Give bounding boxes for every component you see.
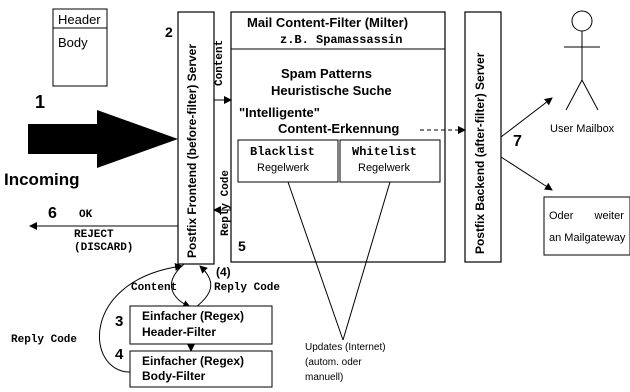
gateway-box: [543, 196, 630, 256]
updates-line-whitelist: [342, 181, 391, 341]
frontend-server-box: [177, 11, 215, 265]
milter-box: [230, 11, 446, 263]
response-number: 6: [48, 205, 57, 222]
left-reply-code-label: Reply Code: [11, 334, 78, 346]
body-filter-number: 4: [115, 346, 124, 363]
milter-heuristic: Heuristische Suche: [271, 83, 392, 98]
blacklist-sub: Regelwerk: [257, 162, 309, 174]
bottom-content-label: Content: [131, 282, 178, 294]
response-ok: OK: [79, 209, 93, 221]
milter-number: 5: [238, 238, 246, 254]
whitelist-title: Whitelist: [352, 145, 417, 159]
body-filter-line2: Body-Filter: [142, 369, 206, 383]
bottom-marker: (4): [216, 265, 231, 279]
body-filter-box: [129, 350, 273, 388]
updates-line3: manuell): [305, 372, 344, 383]
updates-line2: (autom. oder: [305, 357, 362, 368]
incoming-label: Incoming: [4, 170, 80, 189]
milter-subtitle: z.B. Spamassassin: [280, 33, 403, 47]
blacklist-title: Blacklist: [250, 145, 315, 159]
whitelist-sub: Regelwerk: [358, 162, 410, 174]
response-discard: (DISCARD): [74, 242, 134, 254]
header-filter-box: [129, 305, 273, 345]
incoming-arrow: [28, 110, 178, 168]
whitelist-box: [339, 139, 441, 183]
blacklist-box: [237, 139, 339, 183]
updates-line1: Updates (Internet): [305, 342, 386, 353]
header-filter-number: 3: [115, 313, 124, 330]
content-label: Content: [214, 39, 226, 86]
incoming-number: 1: [35, 92, 46, 112]
reply-up-arrow: [195, 265, 212, 308]
backend-server-label: Postfix Backend (after-filter) Server: [473, 52, 487, 254]
document-box: [52, 8, 108, 87]
document-body-label: Body: [58, 35, 88, 50]
reply-loop-arrow: [99, 262, 183, 373]
frontend-server-label: Postfix Frontend (before-filter) Server: [185, 43, 199, 258]
gateway-line1: Oder weiter: [549, 210, 624, 222]
frontend-number: 2: [165, 24, 173, 40]
document-header-label: Header: [58, 12, 101, 27]
gateway-line2: an Mailgateway: [549, 232, 626, 244]
response-reject: REJECT: [74, 229, 114, 241]
bottom-reply-code-label: Reply Code: [214, 282, 281, 294]
user-figure-icon: [564, 10, 600, 111]
backend-to-mailbox-arrow: [500, 97, 553, 138]
body-filter-line1: Einfacher (Regex): [142, 354, 245, 368]
header-filter-line2: Header-Filter: [142, 325, 217, 339]
header-filter-line1: Einfacher (Regex): [142, 309, 245, 323]
milter-content-recognition: Content-Erkennung: [278, 121, 400, 136]
backend-to-gateway-arrow: [500, 156, 553, 191]
backend-number: 7: [513, 133, 522, 150]
backend-server-box: [464, 11, 502, 263]
milter-intelligent: "Intelligente": [239, 105, 320, 120]
milter-title: Mail Content-Filter (Milter): [247, 15, 409, 30]
updates-line-blacklist: [287, 181, 344, 341]
milter-spam-patterns: Spam Patterns: [281, 66, 373, 81]
user-mailbox-label: User Mailbox: [550, 123, 615, 135]
reply-code-label: Reply Code: [220, 169, 232, 236]
